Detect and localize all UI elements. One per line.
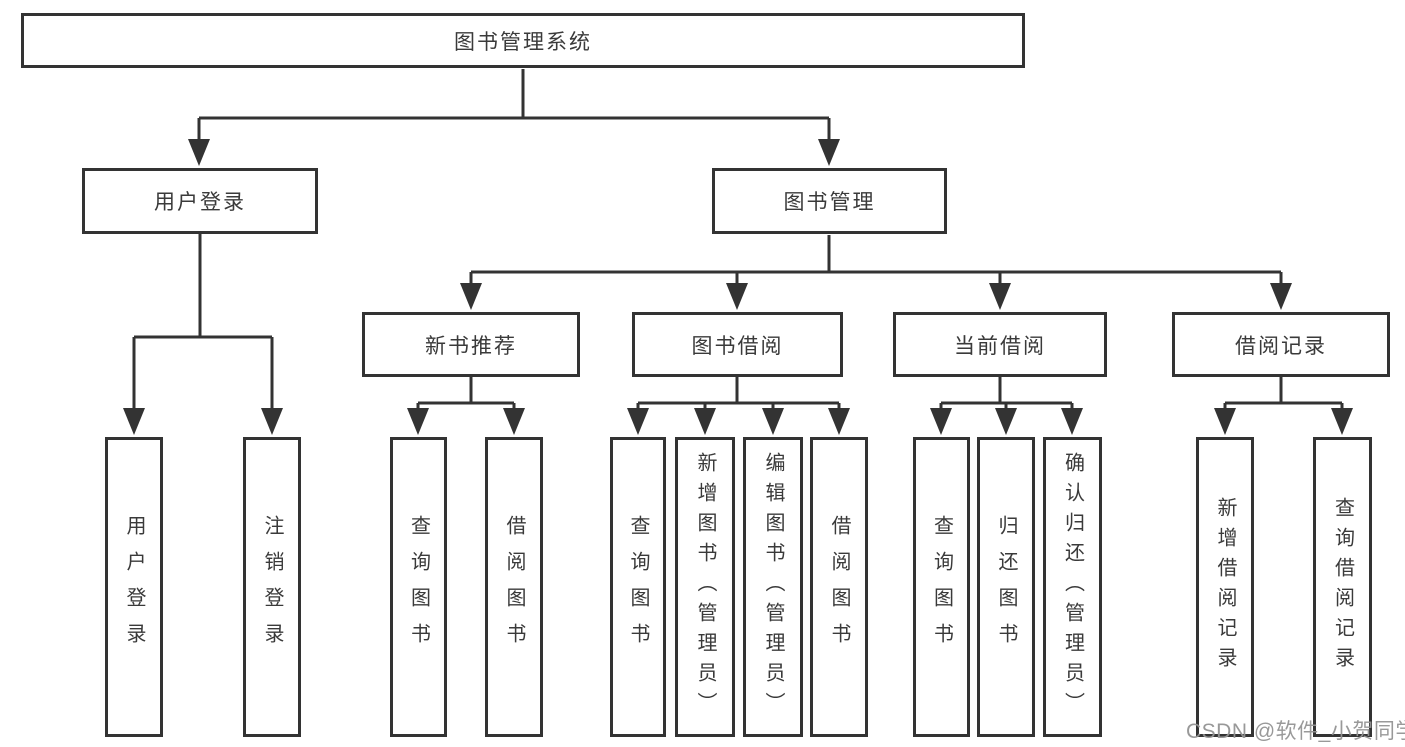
node-new-book-recommend: 新书推荐	[362, 312, 580, 377]
connector-records-to-leaves	[1223, 377, 1344, 410]
node-book-management: 图书管理	[712, 168, 947, 234]
leaf-query-books-2: 查询图书	[610, 437, 666, 737]
node-book-management-label: 图书管理	[783, 191, 876, 214]
leaf-add-books-admin-label: 新增图书（管理员）	[694, 452, 716, 722]
arrowheads	[123, 139, 1353, 435]
leaf-query-books-2-label: 查询图书	[627, 515, 649, 659]
leaf-return-books: 归还图书	[977, 437, 1035, 737]
leaf-add-borrow-record-label: 新增借阅记录	[1214, 497, 1236, 677]
leaf-edit-books-admin-label: 编辑图书（管理员）	[762, 452, 784, 722]
node-user-login: 用户登录	[82, 168, 318, 234]
leaf-return-books-label: 归还图书	[995, 515, 1017, 659]
node-borrow-records: 借阅记录	[1172, 312, 1390, 377]
leaf-query-books-1-label: 查询图书	[407, 515, 430, 659]
node-current-borrow-label: 当前借阅	[954, 334, 1046, 358]
connector-newbooks-to-leaves	[416, 377, 516, 410]
leaf-add-books-admin: 新增图书（管理员）	[675, 437, 735, 737]
node-root-label: 图书管理系统	[454, 30, 592, 54]
leaf-user-login-label: 用户登录	[123, 515, 145, 659]
node-borrow-records-label: 借阅记录	[1235, 334, 1327, 358]
node-new-book-recommend-label: 新书推荐	[425, 334, 517, 358]
csdn-watermark: CSDN @软件_小贺同学	[1186, 720, 1405, 743]
leaf-user-login: 用户登录	[105, 437, 163, 737]
leaf-borrow-books-1-label: 借阅图书	[503, 515, 525, 659]
connector-userlogin-to-leaves	[132, 233, 274, 409]
leaf-confirm-return-admin-label: 确认归还（管理员）	[1061, 452, 1084, 722]
node-current-borrow: 当前借阅	[893, 312, 1107, 377]
leaf-query-borrow-record-label: 查询借阅记录	[1331, 497, 1354, 677]
leaf-confirm-return-admin: 确认归还（管理员）	[1043, 437, 1102, 737]
connector-borrow-to-leaves	[636, 377, 841, 410]
leaf-logout: 注销登录	[243, 437, 301, 737]
leaf-query-books-1: 查询图书	[390, 437, 447, 737]
leaf-borrow-books-2-label: 借阅图书	[828, 515, 850, 659]
connector-current-to-leaves	[939, 377, 1074, 410]
node-root: 图书管理系统	[21, 13, 1025, 68]
leaf-edit-books-admin: 编辑图书（管理员）	[743, 437, 803, 737]
leaf-query-books-3-label: 查询图书	[930, 515, 953, 659]
leaf-borrow-books-2: 借阅图书	[810, 437, 868, 737]
connector-root-to-level2	[197, 69, 831, 140]
node-book-borrow: 图书借阅	[632, 312, 843, 377]
leaf-logout-label: 注销登录	[261, 515, 283, 659]
connector-bookmgmt-to-level3	[469, 235, 1283, 284]
node-user-login-label: 用户登录	[154, 191, 246, 214]
leaf-query-borrow-record: 查询借阅记录	[1313, 437, 1372, 737]
leaf-add-borrow-record: 新增借阅记录	[1196, 437, 1254, 737]
node-book-borrow-label: 图书借阅	[691, 334, 784, 358]
leaf-borrow-books-1: 借阅图书	[485, 437, 543, 737]
leaf-query-books-3: 查询图书	[913, 437, 970, 737]
